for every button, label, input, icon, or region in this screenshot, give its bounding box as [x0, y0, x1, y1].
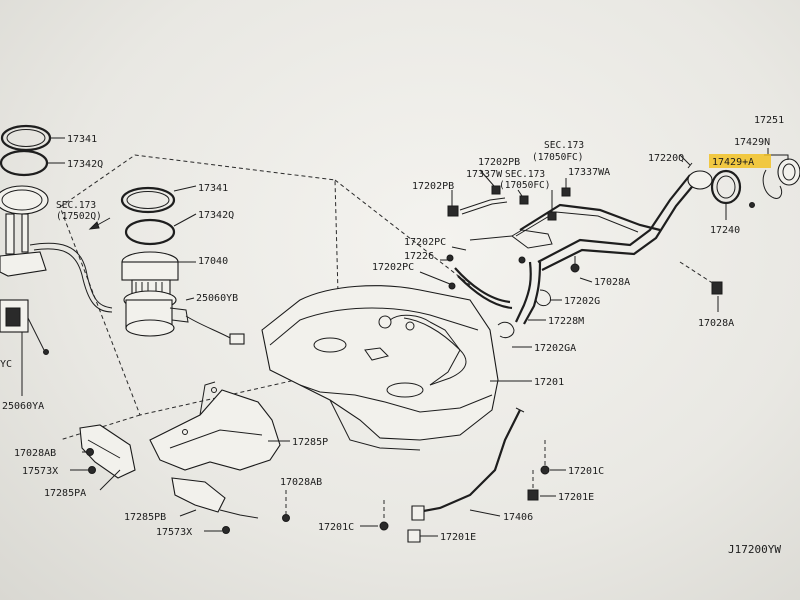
bolt-17028a-right	[711, 281, 723, 295]
label-17337wa: 17337WA	[568, 167, 610, 178]
label-17028ab-left: 17028AB	[14, 448, 56, 459]
label-17341-mid: 17341	[198, 183, 228, 194]
label-yc: YC	[0, 359, 12, 370]
label-sec173-top-sub: (17050FC)	[532, 152, 583, 163]
label-17202pc-a: 17202PC	[404, 237, 446, 248]
fuel-tank-17201	[261, 285, 499, 451]
label-sec173-top: SEC.173	[544, 140, 584, 151]
hose-17226	[454, 267, 513, 310]
label-17202pc-b: 17202PC	[372, 262, 414, 273]
clamp-17202ga	[497, 321, 515, 339]
ring-17240	[710, 169, 742, 205]
bolt-17201c-bot	[379, 500, 389, 531]
hose-17228m	[515, 261, 542, 325]
bolt-17573x-left	[88, 466, 96, 474]
bracket-17429n	[764, 148, 789, 160]
label-25060yb: 25060YB	[196, 293, 238, 304]
bolt-17028ab-left	[86, 448, 94, 456]
label-17341-top: 17341	[67, 134, 97, 145]
bolt-17201c-right	[540, 440, 550, 475]
bolt-17028a-mid	[570, 256, 580, 273]
vent-tube-assembly	[446, 185, 571, 290]
ring-17342q-top	[0, 149, 49, 177]
dash-lead-b	[334, 179, 471, 286]
label-17201e-bot: 17201E	[440, 532, 476, 543]
label-17202g: 17202G	[564, 296, 600, 307]
label-17251: 17251	[754, 115, 784, 126]
ring-17341-top	[0, 124, 52, 152]
heat-shield-17285pb	[171, 477, 259, 519]
label-17201: 17201	[534, 377, 564, 388]
label-17028a-right: 17028A	[698, 318, 734, 329]
label-17220q: 17220Q	[648, 153, 684, 164]
label-25060ya: 25060YA	[2, 401, 44, 412]
bolt-17573x-bot	[222, 526, 230, 534]
fuel-cap-17251	[777, 158, 800, 186]
label-sec173-left: SEC.173	[56, 200, 96, 211]
label-17342q-top: 17342Q	[67, 159, 103, 170]
label-17201e-right: 17201E	[558, 492, 594, 503]
leader-lines	[419, 162, 693, 285]
label-17429a: 17429+A	[712, 157, 754, 168]
labels: 17341 17342Q SEC.173 (17502Q) 17341 1734…	[0, 115, 784, 556]
heat-shield-17285pa	[79, 424, 136, 479]
label-17406: 17406	[503, 512, 533, 523]
label-17226: 17226	[404, 251, 434, 262]
label-17028ab-bot: 17028AB	[280, 477, 322, 488]
label-sec173-mid-sub: (17050FC)	[499, 180, 550, 191]
label-17202pb-b: 17202PB	[478, 157, 520, 168]
label-17201c-bot: 17201C	[318, 522, 354, 533]
pump-module-17040	[121, 251, 245, 345]
label-17285pb: 17285PB	[124, 512, 166, 523]
tether-17429a	[749, 169, 783, 208]
ring-17341-mid	[120, 186, 176, 214]
clamp-17202g	[535, 289, 551, 307]
assembly-dashed-frame	[59, 154, 341, 416]
label-17201c-right: 17201C	[568, 466, 604, 477]
label-17429n: 17429N	[734, 137, 770, 148]
label-17202ga: 17202GA	[534, 343, 576, 354]
label-sec173-left-sub: (17502Q)	[56, 211, 102, 222]
diagram-code: J17200YW	[728, 543, 781, 556]
highlight-17429a	[709, 154, 771, 168]
label-17202pb-a: 17202PB	[412, 181, 454, 192]
heat-shield-17285p	[149, 381, 281, 471]
label-17028a-mid: 17028A	[594, 277, 630, 288]
tank-strap-17406	[407, 407, 525, 543]
label-17573x-left: 17573X	[22, 466, 58, 477]
arrow-head-sec-left	[88, 221, 100, 230]
filler-tube-17220q	[515, 170, 713, 271]
bolt-17028ab-bot	[282, 490, 290, 522]
left-pump-module	[0, 185, 113, 396]
vent-line	[403, 317, 467, 386]
label-sec173-mid: SEC.173	[505, 169, 545, 180]
label-17240: 17240	[710, 225, 740, 236]
ring-17342q-mid	[124, 218, 176, 246]
label-17285pa: 17285PA	[44, 488, 86, 499]
label-17040: 17040	[198, 256, 228, 267]
label-17228m: 17228M	[548, 316, 584, 327]
label-17285p: 17285P	[292, 437, 328, 448]
label-17342q-mid: 17342Q	[198, 210, 234, 221]
label-17573x-bot: 17573X	[156, 527, 192, 538]
bolt-17201e-right	[527, 470, 539, 501]
